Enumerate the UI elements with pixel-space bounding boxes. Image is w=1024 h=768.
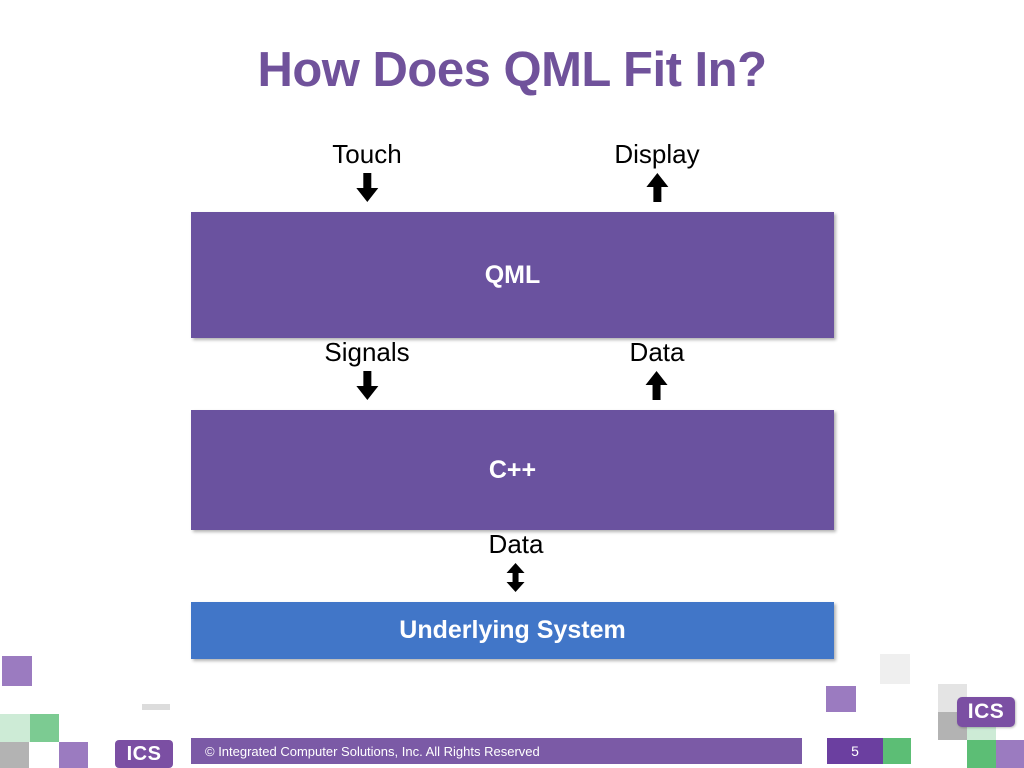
flow-data-bidirectional: Data xyxy=(488,529,544,593)
deco-square-green xyxy=(30,714,59,742)
deco-square-light-gray xyxy=(880,654,910,684)
page-number: 5 xyxy=(851,743,859,759)
deco-square-green xyxy=(883,738,911,764)
deco-square-gray xyxy=(0,742,29,768)
flow-row-middle: Signals Data xyxy=(191,338,834,410)
layer-qml: QML xyxy=(191,212,834,338)
ics-logo-text: ICS xyxy=(126,742,162,765)
deco-square-purple xyxy=(2,656,32,686)
deco-dash xyxy=(142,704,170,710)
arrow-down-icon xyxy=(332,172,401,203)
layer-underlying-system: Underlying System xyxy=(191,602,834,659)
layer-cpp: C++ xyxy=(191,410,834,530)
architecture-diagram: Touch Display QML xyxy=(191,140,834,659)
flow-signals: Signals xyxy=(324,337,410,401)
page-number-block: 5 xyxy=(827,738,883,764)
flow-row-top: Touch Display xyxy=(191,140,834,212)
flow-display-label: Display xyxy=(614,139,700,169)
deco-square-green xyxy=(967,740,996,768)
arrow-up-icon xyxy=(614,172,699,203)
flow-display: Display xyxy=(614,139,700,203)
arrow-up-down-icon xyxy=(489,562,544,593)
flow-row-bottom: Data xyxy=(191,530,834,602)
flow-data-up-label: Data xyxy=(629,337,685,367)
arrow-up-icon xyxy=(630,370,685,401)
flow-data-bidirectional-label: Data xyxy=(488,529,544,559)
deco-square-purple xyxy=(59,742,88,768)
footer-copyright-text: © Integrated Computer Solutions, Inc. Al… xyxy=(205,743,540,759)
arrow-down-icon xyxy=(324,370,409,401)
footer-copyright-bar: © Integrated Computer Solutions, Inc. Al… xyxy=(191,738,802,764)
ics-logo-text: ICS xyxy=(967,700,1005,723)
page-title: How Does QML Fit In? xyxy=(257,43,767,97)
flow-signals-label: Signals xyxy=(324,337,410,367)
layer-qml-label: QML xyxy=(484,260,541,289)
flow-touch-label: Touch xyxy=(332,139,402,169)
flow-touch: Touch xyxy=(332,139,402,203)
ics-logo: ICS xyxy=(957,697,1015,727)
flow-data-up: Data xyxy=(629,337,685,401)
layer-underlying-system-label: Underlying System xyxy=(399,616,626,644)
ics-logo: ICS xyxy=(115,740,173,768)
deco-square-light-green xyxy=(0,714,30,742)
deco-square-purple xyxy=(996,740,1024,768)
deco-square-purple xyxy=(826,686,856,712)
layer-cpp-label: C++ xyxy=(488,455,537,484)
